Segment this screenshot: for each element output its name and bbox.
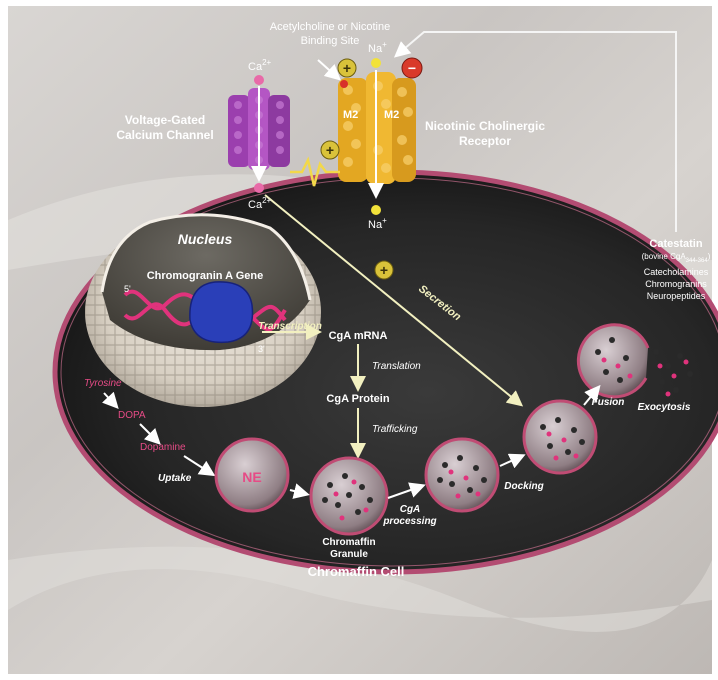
calcium-ion-top — [254, 75, 264, 85]
neuropeptides-label: Neuropeptides — [647, 291, 706, 301]
nicotinic-cholinergic-receptor — [338, 70, 416, 195]
vgcc-label-2: Calcium Channel — [116, 128, 213, 142]
plus-sign: + — [343, 60, 351, 76]
sodium-ion-top — [371, 58, 381, 68]
processing-granule — [426, 439, 498, 511]
dopa-label: DOPA — [118, 410, 146, 421]
binding-site-label: Acetylcholine or Nicotine — [270, 21, 390, 33]
cga-mrna-label: CgA mRNA — [329, 330, 388, 342]
three-prime-label: 3' — [258, 344, 265, 354]
fusing-granule — [578, 325, 648, 397]
translation-label: Translation — [372, 361, 421, 372]
cga-processing-label: CgA — [400, 504, 421, 515]
nachr-label: Nicotinic Cholinergic — [425, 119, 545, 133]
binding-site-label-2: Binding Site — [301, 35, 360, 47]
dopamine-label: Dopamine — [140, 442, 186, 453]
cell-label: Chromaffin Cell — [308, 564, 405, 579]
voltage-gated-calcium-channel — [228, 86, 290, 178]
binding-site-dot — [340, 80, 348, 88]
five-prime-label: 5' — [124, 284, 131, 294]
sodium-ion-inside — [371, 205, 381, 215]
ne-label: NE — [242, 469, 261, 485]
secretion-plus-badge: + — [375, 261, 393, 279]
m2-right-label: M2 — [384, 109, 399, 121]
inhibition-minus-badge: − — [402, 58, 422, 78]
granule-label: Chromaffin — [322, 537, 375, 548]
cga-protein-label: CgA Protein — [326, 393, 389, 405]
depolarization-plus-badge: + — [321, 141, 339, 159]
rna-polymerase — [190, 282, 253, 342]
minus-sign: − — [408, 60, 416, 76]
uptake-label: Uptake — [158, 473, 192, 484]
svg-text:+: + — [380, 262, 388, 278]
calcium-ion-inside — [254, 183, 264, 193]
trafficking-label: Trafficking — [372, 424, 418, 435]
catecholamines-label: Catecholamines — [644, 267, 709, 277]
granule-label-2: Granule — [330, 549, 368, 560]
docking-granule — [524, 401, 596, 473]
fusion-label: Fusion — [592, 397, 625, 408]
docking-label: Docking — [504, 481, 543, 492]
catestatin-label: Catestatin — [649, 238, 702, 250]
exocytosis-label: Exocytosis — [638, 402, 691, 413]
chromogranins-label: Chromogranins — [645, 279, 707, 289]
transcription-label: Transcription — [258, 321, 322, 332]
cga-processing-label-2: processing — [382, 516, 436, 527]
nachr-label-2: Receptor — [459, 134, 511, 148]
nucleus-label: Nucleus — [178, 231, 233, 247]
m2-left-label: M2 — [343, 109, 358, 121]
vgcc-label: Voltage-Gated — [125, 113, 205, 127]
gene-label: Chromogranin A Gene — [147, 270, 264, 282]
tyrosine-label: Tyrosine — [84, 378, 122, 389]
svg-text:+: + — [326, 142, 334, 158]
chromaffin-granule — [311, 458, 387, 534]
binding-plus-badge: + — [338, 59, 356, 77]
